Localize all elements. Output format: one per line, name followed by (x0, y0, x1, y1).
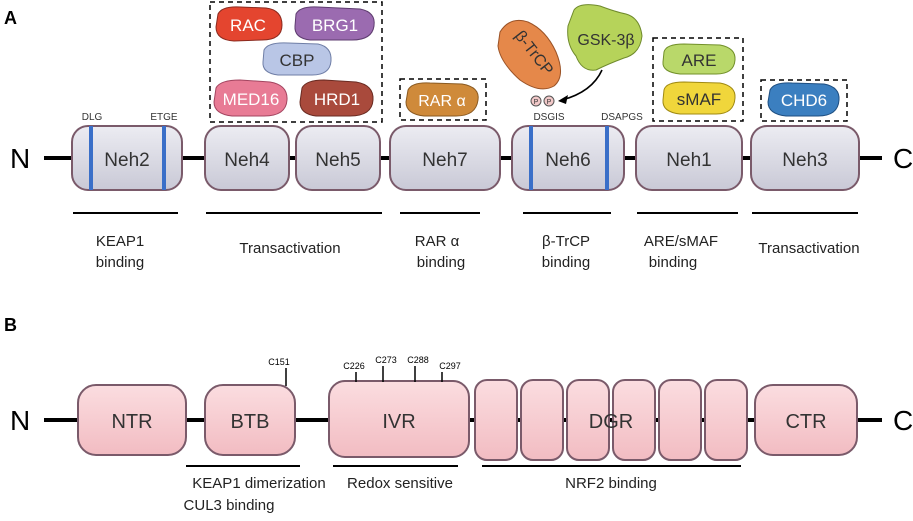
are-smaf-partner-box (652, 37, 744, 122)
cysteine-c297: C297 (439, 361, 461, 382)
btrcp-binding-label-1: β-TrCP (542, 233, 590, 250)
svg-text:C226: C226 (343, 361, 365, 371)
partner-are: ARE (662, 43, 736, 75)
svg-text:HRD1: HRD1 (314, 90, 360, 109)
partner-beta-trcp: β-TrCP (497, 19, 561, 90)
svg-text:P: P (547, 99, 552, 106)
domain-dgr: DGR (474, 379, 748, 461)
svg-text:GSK-3β: GSK-3β (577, 32, 634, 49)
domain-dgr-label: DGR (589, 411, 633, 433)
domain-neh5: Neh5 (295, 125, 381, 191)
domain-ntr: NTR (77, 384, 187, 456)
svg-text:C297: C297 (439, 361, 461, 371)
motif-dsapgs-label: DSAPGS (601, 112, 643, 123)
svg-text:sMAF: sMAF (677, 90, 721, 109)
svg-text:NTR: NTR (111, 411, 152, 433)
cysteine-c288: C288 (407, 355, 429, 382)
domain-neh4-label: Neh4 (224, 150, 270, 171)
motif-dlg-label: DLG (82, 112, 103, 123)
kelch-repeat-1 (474, 379, 518, 461)
domain-ctr: CTR (754, 384, 858, 456)
domain-neh2: Neh2 (71, 125, 183, 191)
cysteine-c273: C273 (375, 355, 397, 382)
ivr-function-label: Redox sensitive (347, 475, 453, 492)
are-smaf-binding-label-1: ARE/sMAF (644, 233, 718, 250)
svg-text:RAR α: RAR α (418, 93, 465, 110)
partner-rar-alpha: RAR α (405, 82, 479, 117)
svg-text:CTR: CTR (785, 411, 826, 433)
partner-cbp: CBP (262, 42, 332, 76)
rar-binding-label-1: RAR α (415, 233, 460, 250)
dgr-function-label: NRF2 binding (565, 475, 657, 492)
domain-neh2-label: Neh2 (104, 150, 149, 171)
domain-neh1: Neh1 (635, 125, 743, 191)
motif-etge-label: ETGE (150, 112, 178, 123)
domain-btb: BTB (204, 384, 296, 456)
svg-text:ARE: ARE (682, 51, 717, 70)
transactivation-label-2: Transactivation (758, 240, 859, 257)
svg-text:CBP: CBP (280, 51, 315, 70)
kelch-repeat-5 (658, 379, 702, 461)
kelch-repeat-6 (704, 379, 748, 461)
phospho-site-1: P (530, 95, 542, 107)
svg-text:C288: C288 (407, 355, 429, 365)
domain-neh5-label: Neh5 (315, 150, 360, 171)
btb-function-label-1: KEAP1 dimerization (192, 475, 325, 492)
are-smaf-binding-label-2: binding (649, 254, 697, 271)
panel-a-label: A (4, 8, 17, 28)
panel-a-c-terminus: C (893, 143, 913, 174)
domain-neh1-label: Neh1 (666, 150, 711, 171)
partner-gsk3b: GSK-3β (567, 4, 643, 71)
domain-neh4: Neh4 (204, 125, 290, 191)
keap1-binding-label-2: binding (96, 254, 144, 271)
panel-b-n-terminus: N (10, 405, 30, 436)
panel-b-label: B (4, 315, 17, 335)
partner-med16: MED16 (213, 79, 288, 117)
gsk3b-arrow (561, 69, 603, 101)
partner-rac: RAC (215, 6, 283, 42)
kelch-repeat-3 (566, 379, 610, 461)
cysteine-c226: C226 (343, 361, 365, 382)
svg-text:C151: C151 (268, 357, 290, 367)
panel-b-c-terminus: C (893, 405, 913, 436)
partner-hrd1: HRD1 (299, 79, 374, 117)
partner-chd6: CHD6 (767, 82, 840, 117)
btrcp-binding-label-2: binding (542, 254, 590, 271)
domain-ivr: IVR (328, 380, 470, 458)
svg-text:C273: C273 (375, 355, 397, 365)
panel-a-n-terminus: N (10, 143, 30, 174)
kelch-repeat-2 (520, 379, 564, 461)
domain-neh7-label: Neh7 (422, 150, 467, 171)
domain-neh3: Neh3 (750, 125, 860, 191)
rar-binding-label-2: binding (417, 254, 465, 271)
svg-text:CHD6: CHD6 (781, 91, 827, 110)
transactivation-label-1: Transactivation (239, 240, 340, 257)
phospho-site-2: P (543, 95, 555, 107)
motif-dsgis-label: DSGIS (533, 112, 564, 123)
svg-text:P: P (534, 99, 539, 106)
partner-brg1: BRG1 (294, 6, 375, 41)
keap1-binding-label-1: KEAP1 (96, 233, 144, 250)
kelch-repeat-4 (612, 379, 656, 461)
btb-function-label-2: CUL3 binding (184, 497, 275, 514)
svg-text:BTB: BTB (231, 411, 270, 433)
domain-neh3-label: Neh3 (782, 150, 827, 171)
domain-neh6: Neh6 (511, 125, 625, 191)
svg-text:BRG1: BRG1 (312, 16, 358, 35)
svg-text:MED16: MED16 (223, 90, 280, 109)
transactivation-partners-box (209, 1, 383, 123)
cysteine-c151: C151 (268, 357, 290, 386)
svg-text:RAC: RAC (230, 16, 266, 35)
svg-text:IVR: IVR (382, 411, 415, 433)
partner-smaf: sMAF (662, 81, 736, 115)
gsk3b-arrowhead (558, 95, 568, 104)
domain-neh6-label: Neh6 (545, 150, 590, 171)
domain-neh7: Neh7 (389, 125, 501, 191)
